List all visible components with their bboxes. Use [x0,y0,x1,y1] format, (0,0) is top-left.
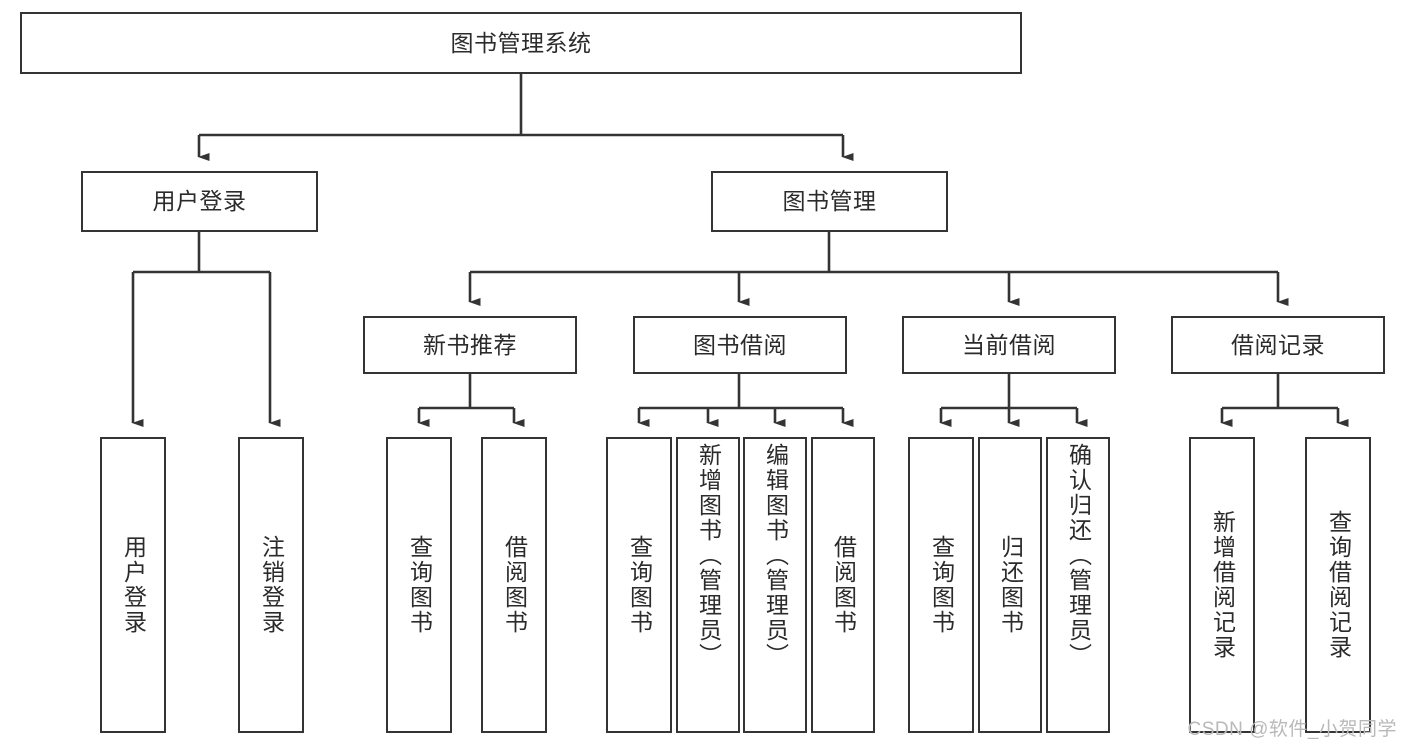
leaf-user-login[interactable]: 用户登录 [100,437,166,733]
leaf-add-borrow-record[interactable]: 新增借阅记录 [1189,437,1255,733]
node-label: 用户登录 [152,188,247,215]
node-label: 查询图书 [928,535,955,635]
node-label: 确认归还（管理员） [1065,443,1092,668]
node-label: 借阅记录 [1231,331,1325,358]
node-label: 注销登录 [258,535,285,635]
leaf-return-book[interactable]: 归还图书 [978,437,1042,733]
node-user-login[interactable]: 用户登录 [81,171,318,232]
node-label: 借阅图书 [830,535,857,635]
node-label: 查询图书 [406,535,433,635]
node-book-management[interactable]: 图书管理 [711,171,948,232]
node-label: 图书管理系统 [450,29,592,56]
node-label: 新书推荐 [423,331,517,358]
node-label: 图书管理 [782,188,877,215]
node-label: 新增借阅记录 [1209,510,1236,660]
node-label: 查询图书 [626,535,653,635]
node-label: 编辑图书（管理员） [762,443,789,668]
node-book-borrow[interactable]: 图书借阅 [633,316,847,374]
node-label: 借阅图书 [501,535,528,635]
node-label: 查询借阅记录 [1325,510,1352,660]
node-label: 用户登录 [120,535,147,635]
leaf-add-book-admin[interactable]: 新增图书（管理员） [676,437,740,733]
node-current-borrow[interactable]: 当前借阅 [902,316,1116,374]
node-root-system[interactable]: 图书管理系统 [20,12,1022,74]
leaf-confirm-return-admin[interactable]: 确认归还（管理员） [1046,437,1110,733]
leaf-query-book-current[interactable]: 查询图书 [908,437,974,733]
leaf-query-borrow-record[interactable]: 查询借阅记录 [1305,437,1371,733]
leaf-query-book-recommend[interactable]: 查询图书 [386,437,452,733]
node-label: 归还图书 [997,535,1024,635]
leaf-query-book-borrow[interactable]: 查询图书 [606,437,672,733]
node-borrow-records[interactable]: 借阅记录 [1171,316,1385,374]
node-new-book-recommend[interactable]: 新书推荐 [363,316,577,374]
node-label: 当前借阅 [962,331,1056,358]
leaf-borrow-book[interactable]: 借阅图书 [811,437,875,733]
csdn-watermark: CSDN @软件_小贺同学 [1187,719,1397,740]
node-label: 图书借阅 [693,331,787,358]
leaf-user-logout[interactable]: 注销登录 [238,437,304,733]
node-label: 新增图书（管理员） [695,443,722,668]
leaf-edit-book-admin[interactable]: 编辑图书（管理员） [743,437,807,733]
leaf-borrow-book-recommend[interactable]: 借阅图书 [481,437,547,733]
